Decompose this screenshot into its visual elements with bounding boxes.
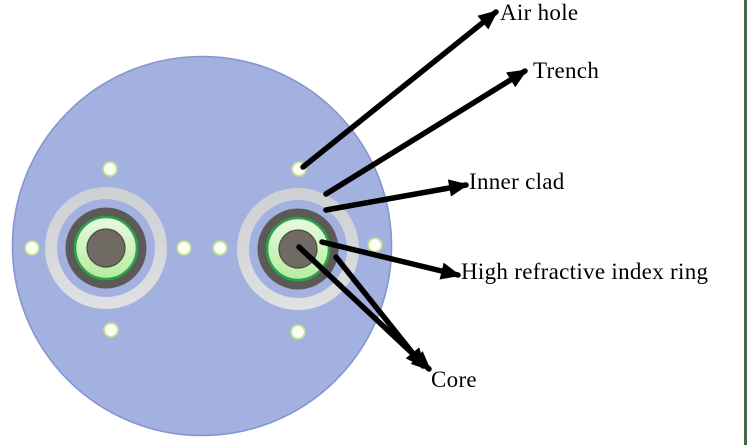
air-hole <box>212 240 228 256</box>
cladding-circle <box>11 55 393 437</box>
air-holes <box>24 161 383 340</box>
label-trench: Trench <box>533 58 600 83</box>
air-hole <box>102 161 118 177</box>
air-hole <box>367 237 383 253</box>
label-inner-clad: Inner clad <box>469 169 565 194</box>
arrow-trench <box>323 68 528 197</box>
arrow-inner-clad <box>323 179 469 213</box>
annotation-arrows <box>296 9 528 372</box>
air-hole <box>290 324 306 340</box>
air-hole <box>24 240 40 256</box>
label-air-hole: Air hole <box>500 0 579 25</box>
label-core: Core <box>431 367 477 392</box>
core-structure-left <box>45 187 167 309</box>
arrow-high-index-ring <box>319 239 461 280</box>
label-high-refractive-index-ring: High refractive index ring <box>461 259 709 284</box>
core-disk <box>86 228 126 268</box>
air-hole <box>176 240 192 256</box>
arrow-air-hole <box>300 9 499 170</box>
air-hole <box>103 322 119 338</box>
arrow-core-2 <box>333 254 426 369</box>
